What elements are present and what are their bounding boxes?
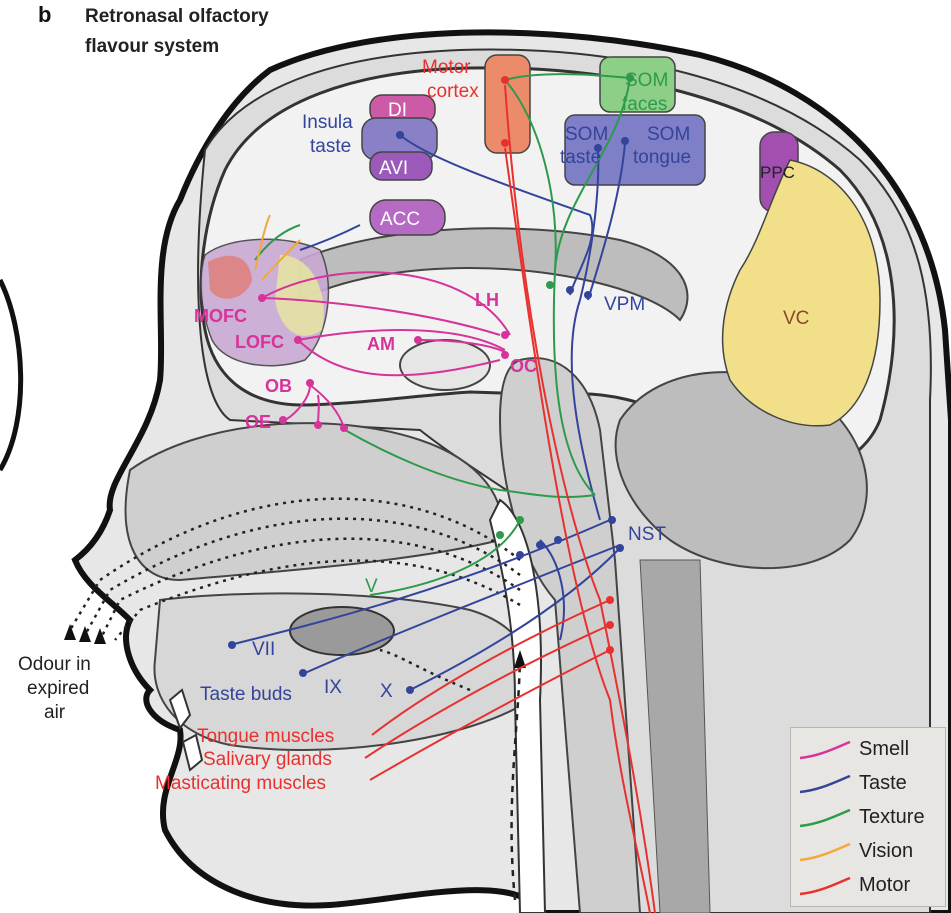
label-am: AM — [367, 334, 395, 354]
label-tongue-muscles: Tongue muscles — [197, 726, 334, 747]
legend-label: Motor — [859, 874, 910, 897]
label-lh: LH — [475, 290, 499, 310]
label-som-taste-2: taste — [560, 147, 601, 168]
label-acc: ACC — [380, 209, 420, 230]
legend-swatch-motor — [795, 872, 855, 900]
label-som-faces-1: SOM — [625, 70, 668, 91]
label-odour-1: Odour in — [18, 654, 91, 675]
label-mofc: MOFC — [194, 306, 247, 326]
legend-item-vision: Vision — [791, 838, 945, 866]
label-lofc: LOFC — [235, 332, 284, 352]
title-line2: flavour system — [85, 36, 219, 57]
legend: Smell Taste Texture Vision Motor — [790, 727, 946, 907]
label-som-taste-1: SOM — [565, 124, 608, 145]
legend-item-taste: Taste — [791, 770, 945, 798]
label-nst: NST — [628, 524, 666, 545]
panel-letter: b — [38, 2, 51, 27]
label-vpm: VPM — [604, 294, 645, 315]
label-insula-taste-1: Insula — [302, 112, 353, 133]
legend-label: Taste — [859, 772, 907, 795]
label-ix: IX — [324, 677, 342, 698]
legend-item-motor: Motor — [791, 872, 945, 900]
legend-label: Smell — [859, 738, 909, 761]
legend-swatch-texture — [795, 804, 855, 832]
label-x: X — [380, 681, 393, 702]
title-line1: Retronasal olfactory — [85, 6, 269, 27]
label-ob: OB — [265, 376, 292, 396]
label-motor-cortex-1: Motor — [422, 57, 471, 78]
legend-swatch-vision — [795, 838, 855, 866]
legend-item-smell: Smell — [791, 736, 945, 764]
legend-swatch-taste — [795, 770, 855, 798]
label-som-tongue-1: SOM — [647, 124, 690, 145]
label-som-faces-2: faces — [622, 94, 667, 115]
label-vc: VC — [783, 308, 809, 329]
label-ppc: PPC — [760, 163, 795, 182]
label-odour-3: air — [44, 702, 66, 723]
label-insula-taste-2: taste — [310, 136, 351, 157]
legend-label: Texture — [859, 806, 925, 829]
label-avi: AVI — [379, 158, 408, 179]
legend-swatch-smell — [795, 736, 855, 764]
adjacent-figure-arc — [0, 280, 21, 470]
label-som-tongue-2: tongue — [633, 147, 691, 168]
label-v: V — [365, 576, 378, 597]
label-oe: OE — [245, 412, 271, 432]
label-vii: VII — [252, 639, 275, 660]
label-motor-cortex-2: cortex — [427, 81, 479, 102]
region-motor-cortex — [485, 55, 530, 153]
label-salivary-glands: Salivary glands — [203, 749, 332, 770]
label-masticating-muscles: Masticating muscles — [155, 773, 326, 794]
legend-item-texture: Texture — [791, 804, 945, 832]
legend-label: Vision — [859, 840, 913, 863]
label-taste-buds: Taste buds — [200, 684, 292, 705]
label-odour-2: expired — [27, 678, 89, 699]
label-oc: OC — [510, 356, 537, 376]
label-di: DI — [388, 100, 407, 121]
soft-palate — [290, 607, 394, 655]
